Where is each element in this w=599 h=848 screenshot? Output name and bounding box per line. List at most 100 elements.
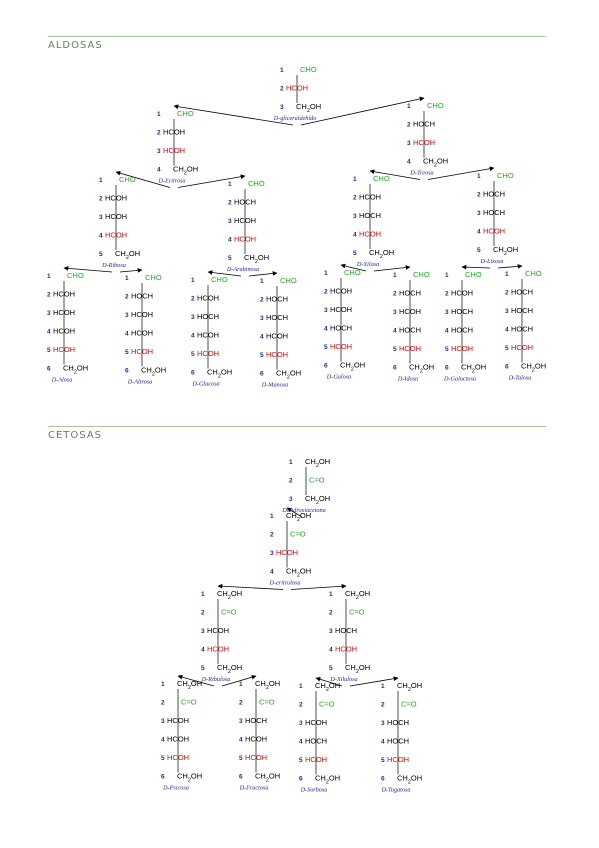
sugar-name: D-Gulosa	[326, 374, 351, 381]
group-label: C=O	[401, 700, 417, 709]
carbon-number: 3	[191, 314, 195, 321]
carbon-number: 3	[99, 214, 103, 221]
carbon-number: 1	[99, 177, 103, 184]
group-label: CH2OH	[423, 157, 448, 169]
carbon-number: 4	[239, 737, 243, 744]
carbon-number: 6	[381, 776, 385, 783]
carbon-number: 4	[407, 159, 411, 166]
derivation-arrow	[373, 265, 411, 272]
group-label: CHO	[280, 276, 297, 285]
carbon-number: 2	[270, 532, 274, 539]
carbon-number: 4	[228, 237, 232, 244]
group-label: CHO	[119, 175, 136, 184]
group-label: HCOH	[266, 350, 288, 359]
group-label: C=O	[290, 530, 306, 539]
group-label: CH2OH	[141, 366, 166, 378]
carbon-number: 4	[99, 233, 103, 240]
sugar-name: D-Lixosa	[479, 258, 503, 265]
group-label: CHO	[497, 171, 514, 180]
group-label: HCOH	[197, 331, 219, 340]
carbon-number: 1	[161, 681, 165, 688]
carbon-number: 2	[228, 200, 232, 207]
group-label: HCOH	[131, 310, 153, 319]
carbon-number: 5	[477, 247, 481, 254]
group-label: HCOH	[53, 345, 75, 354]
group-label: HCOH	[359, 193, 381, 202]
group-label: HOCH	[399, 326, 421, 335]
carbon-number: 1	[270, 513, 274, 520]
carbon-number: 5	[445, 346, 449, 353]
group-label: HCOH	[335, 645, 357, 654]
group-label: HCOH	[399, 307, 421, 316]
sugar-name: D-Altrosa	[127, 379, 153, 386]
carbon-number: 6	[299, 776, 303, 783]
derivation-arrow	[177, 674, 215, 687]
group-label: HOCH	[305, 737, 327, 746]
carbon-number: 6	[47, 366, 51, 373]
group-label: CH2OH	[217, 663, 242, 675]
group-label: HCOH	[105, 212, 127, 221]
carbon-number: 1	[381, 683, 385, 690]
carbon-number: 5	[505, 345, 509, 352]
group-label: HCOH	[234, 235, 256, 244]
carbon-number: 3	[47, 310, 51, 317]
group-label: CHO	[373, 174, 390, 183]
carbon-number: 3	[393, 309, 397, 316]
group-label: CH2OH	[345, 663, 370, 675]
carbon-number: 3	[353, 213, 357, 220]
carbon-number: 6	[239, 774, 243, 781]
group-label: CH2OH	[397, 681, 422, 693]
carbon-number: 2	[445, 291, 449, 298]
carbon-number: 1	[299, 683, 303, 690]
group-label: CHO	[300, 65, 317, 74]
carbon-number: 2	[239, 700, 243, 707]
carbon-number: 4	[329, 647, 333, 654]
carbon-number: 2	[477, 192, 481, 199]
carbon-number: 5	[161, 755, 165, 762]
carbon-number: 4	[47, 329, 51, 336]
carbon-number: 4	[324, 326, 328, 333]
carbon-number: 3	[161, 718, 165, 725]
group-label: HCOH	[167, 716, 189, 725]
group-label: CH2OH	[177, 679, 202, 691]
derivation-arrow	[119, 268, 143, 273]
carbon-number: 3	[381, 720, 385, 727]
group-label: C=O	[349, 608, 365, 617]
sugar-name: D-Tagatosa	[381, 787, 411, 794]
carbon-number: 6	[505, 364, 509, 371]
group-label: HOCH	[483, 190, 505, 199]
group-label: HCOH	[105, 231, 127, 240]
derivation-arrow	[248, 271, 278, 277]
carbon-number: 1	[505, 271, 509, 278]
carbon-number: 6	[393, 365, 397, 372]
section-title-ketoses: CETOSAS	[48, 430, 103, 441]
carbon-number: 4	[299, 739, 303, 746]
carbon-number: 4	[445, 328, 449, 335]
group-label: CH2OH	[345, 589, 370, 601]
carbon-number: 3	[260, 315, 264, 322]
group-label: HOCH	[266, 313, 288, 322]
carbon-number: 3	[407, 140, 411, 147]
group-label: HCOH	[131, 329, 153, 338]
sugar-name: D-Galactosa	[443, 376, 476, 383]
carbon-number: 5	[239, 755, 243, 762]
carbon-number: 2	[393, 291, 397, 298]
carbon-number: 2	[505, 290, 509, 297]
carbon-number: 5	[47, 347, 51, 354]
group-label: CH2OH	[296, 102, 321, 114]
group-label: HCOH	[207, 645, 229, 654]
group-label: CH2OH	[177, 772, 202, 784]
carbon-number: 1	[260, 278, 264, 285]
group-label: HCOH	[105, 194, 127, 203]
carbon-number: 1	[191, 277, 195, 284]
carbon-number: 5	[299, 757, 303, 764]
group-label: HOCH	[451, 307, 473, 316]
derivation-arrow	[207, 270, 242, 277]
carbon-number: 3	[239, 718, 243, 725]
group-label: HOCH	[511, 306, 533, 315]
